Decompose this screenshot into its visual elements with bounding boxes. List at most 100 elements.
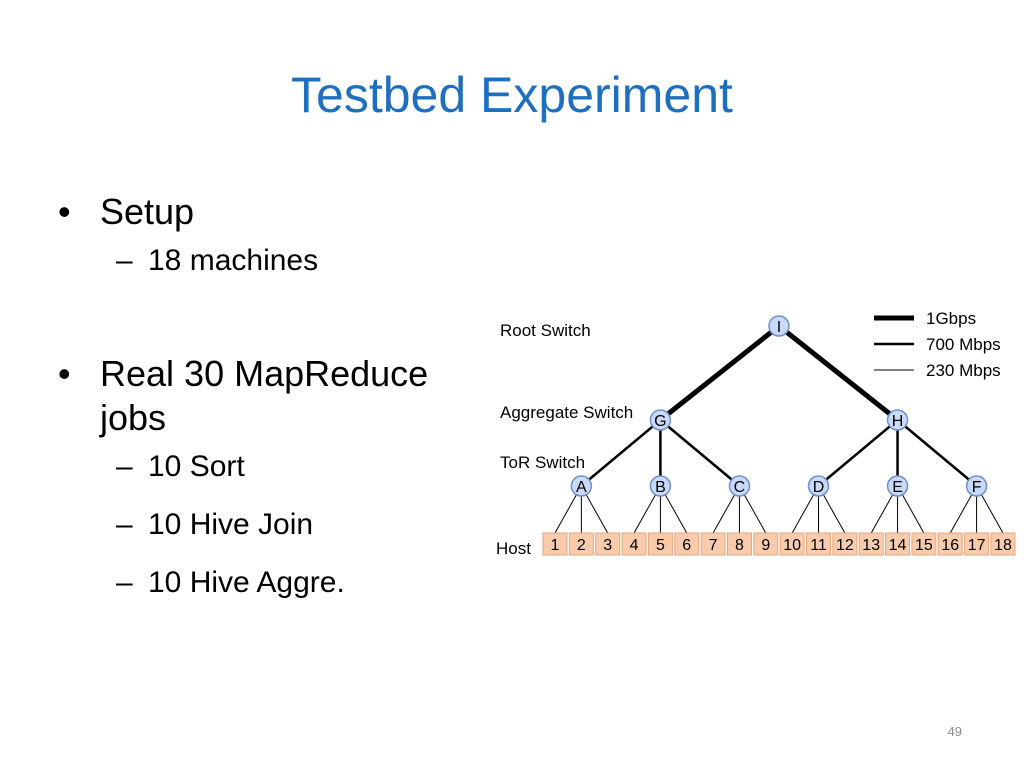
host-number: 12 — [836, 537, 854, 554]
switch-label: C — [734, 479, 746, 496]
host-node-14: 14 — [885, 532, 911, 556]
switch-circle — [570, 475, 593, 497]
sub-bullet-text: 10 Hive Aggre. — [148, 566, 345, 599]
host-box — [700, 532, 726, 556]
host-node-15: 15 — [911, 532, 937, 556]
tor-switch-node-e: E — [886, 475, 909, 497]
host-number: 9 — [761, 537, 770, 554]
topology-links — [554, 324, 1004, 534]
tor-switch-node-d: D — [807, 475, 830, 497]
host-number: 14 — [889, 537, 907, 554]
legend-label: 700 Mbps — [926, 335, 1001, 354]
switch-circle — [728, 475, 751, 497]
bullet-marker: • — [58, 353, 71, 394]
host-number: 6 — [682, 537, 691, 554]
page-number: 49 — [947, 724, 962, 739]
host-box — [753, 532, 779, 556]
host-number: 18 — [994, 537, 1012, 554]
host-node-12: 12 — [832, 532, 858, 556]
legend-label: 1Gbps — [926, 309, 976, 328]
legend-label: 230 Mbps — [926, 361, 1001, 380]
sub-bullet-hive-join: – 10 Hive Join — [116, 506, 488, 544]
host-box — [964, 532, 990, 556]
tor-switch-node-c: C — [728, 475, 751, 497]
switch-label: H — [892, 413, 904, 430]
host-box — [621, 532, 647, 556]
bullet-mapreduce-jobs: • Real 30 MapReduce jobs — [58, 352, 488, 440]
host-number: 5 — [656, 537, 665, 554]
host-box — [674, 532, 700, 556]
link-aggregate-to-tor-f — [896, 419, 978, 487]
host-box — [595, 532, 621, 556]
tor-switch-label: ToR Switch — [500, 453, 585, 472]
host-node-5: 5 — [647, 532, 673, 556]
sub-bullet-sort: – 10 Sort — [116, 448, 488, 486]
host-node-17: 17 — [964, 532, 990, 556]
sub-bullet-hive-aggre: – 10 Hive Aggre. — [116, 564, 488, 602]
host-box — [858, 532, 884, 556]
host-node-1: 1 — [542, 532, 568, 556]
bullet-setup: • Setup — [58, 190, 488, 234]
host-box — [990, 532, 1016, 556]
sub-bullet-text: 18 machines — [148, 244, 319, 277]
host-node-10: 10 — [779, 532, 805, 556]
switch-circle — [807, 475, 830, 497]
bullet-marker: • — [58, 191, 71, 232]
host-box — [647, 532, 673, 556]
host-box — [885, 532, 911, 556]
switch-circle — [886, 409, 909, 431]
link-aggregate-to-tor-a — [580, 419, 662, 487]
sub-bullet-marker: – — [116, 566, 133, 599]
host-number: 17 — [968, 537, 986, 554]
slide-title: Testbed Experiment — [291, 67, 733, 123]
host-node-16: 16 — [937, 532, 963, 556]
host-number: 1 — [551, 537, 560, 554]
link-root-to-aggregate-h — [777, 324, 900, 422]
link-root-to-aggregate-g — [658, 324, 781, 422]
host-number: 13 — [862, 537, 880, 554]
host-node-2: 2 — [568, 532, 594, 556]
aggregate-switch-label: Aggregate Switch — [500, 403, 633, 422]
switch-label: F — [972, 479, 982, 496]
sub-bullet-machines: – 18 machines — [116, 242, 488, 280]
switch-label: B — [655, 479, 666, 496]
bullet-text: Setup — [100, 191, 195, 232]
host-number: 16 — [941, 537, 959, 554]
host-node-3: 3 — [595, 532, 621, 556]
bullet-list: • Setup – 18 machines • Real 30 MapReduc… — [58, 190, 488, 622]
switch-label: I — [777, 319, 781, 336]
switch-circle — [649, 409, 672, 431]
host-node-9: 9 — [753, 532, 779, 556]
root-switch-label: Root Switch — [500, 321, 591, 340]
sub-bullet-marker: – — [116, 508, 133, 541]
host-number: 2 — [577, 537, 586, 554]
host-number: 3 — [603, 537, 612, 554]
host-box — [911, 532, 937, 556]
bullet-text: Real 30 MapReduce jobs — [100, 353, 429, 438]
switch-circle — [886, 475, 909, 497]
host-box — [726, 532, 752, 556]
switch-circle — [965, 475, 988, 497]
host-node-8: 8 — [726, 532, 752, 556]
host-node-18: 18 — [990, 532, 1016, 556]
host-number: 10 — [783, 537, 801, 554]
sub-bullet-text: 10 Hive Join — [148, 508, 314, 541]
aggregate-switch-node-h: H — [886, 409, 909, 431]
link-aggregate-to-tor-c — [659, 419, 741, 487]
switch-label: D — [813, 479, 825, 496]
switch-circle — [649, 475, 672, 497]
host-number: 15 — [915, 537, 933, 554]
host-box — [806, 532, 831, 556]
switch-label: G — [654, 413, 666, 430]
sub-bullet-marker: – — [116, 450, 133, 483]
host-node-13: 13 — [858, 532, 884, 556]
switch-label: E — [892, 479, 903, 496]
host-node-11: 11 — [806, 532, 831, 556]
bandwidth-legend: 1Gbps 700 Mbps 230 Mbps — [874, 309, 1001, 380]
host-label: Host — [496, 539, 531, 558]
root-switch-node: I — [768, 315, 790, 337]
host-number: 8 — [735, 537, 744, 554]
host-node-7: 7 — [700, 532, 726, 556]
